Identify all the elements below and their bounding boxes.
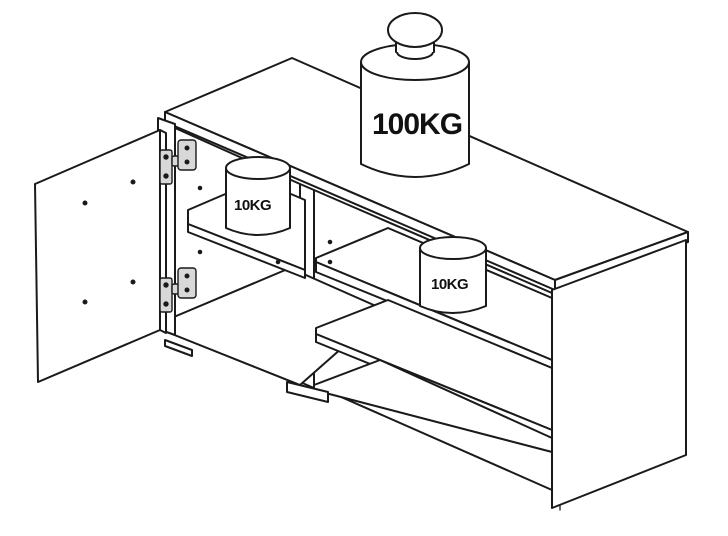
shelf-left-front [187, 223, 306, 279]
weight-body [419, 247, 487, 314]
weight-10kg-left: 10KG [225, 156, 291, 236]
door-panel [34, 129, 161, 383]
weight-top [419, 236, 487, 260]
hinge-screw [184, 159, 190, 165]
weight-label: 10KG [431, 276, 468, 293]
door-hole [82, 200, 88, 206]
foot-left [164, 339, 193, 357]
weight-10kg-right: 10KG [419, 236, 487, 314]
hinge-lower [159, 267, 197, 313]
door-hole [82, 299, 88, 305]
weight-label: 10KG [234, 197, 271, 214]
hinge-upper [159, 139, 197, 185]
hinge-screw [163, 301, 169, 307]
weight-100kg-top: 100KG [360, 12, 470, 178]
hinge-screw [184, 287, 190, 293]
pin-hole [197, 249, 203, 255]
hinge-screw [184, 273, 190, 279]
pin-hole [327, 239, 333, 245]
hinge-cup [177, 267, 197, 299]
weight-handle-knob [387, 12, 443, 48]
weight-body [225, 167, 291, 236]
hinge-screw [184, 145, 190, 151]
pin-hole [197, 185, 203, 191]
cabinet-carcass [157, 57, 689, 511]
hinge-cup [177, 139, 197, 171]
hinge-screw [163, 173, 169, 179]
door-hole [130, 279, 136, 285]
foot-middle [286, 381, 329, 403]
hinge-screw [163, 154, 169, 160]
weight-label: 100KG [372, 108, 462, 141]
hinge-plate [159, 149, 173, 185]
pin-hole [275, 259, 281, 265]
weight-top [225, 156, 291, 180]
pin-hole [327, 259, 333, 265]
hinge-plate [159, 277, 173, 313]
door-hole [130, 179, 136, 185]
cabinet-door [34, 129, 167, 383]
hinge-screw [163, 282, 169, 288]
weight-body [360, 61, 470, 178]
